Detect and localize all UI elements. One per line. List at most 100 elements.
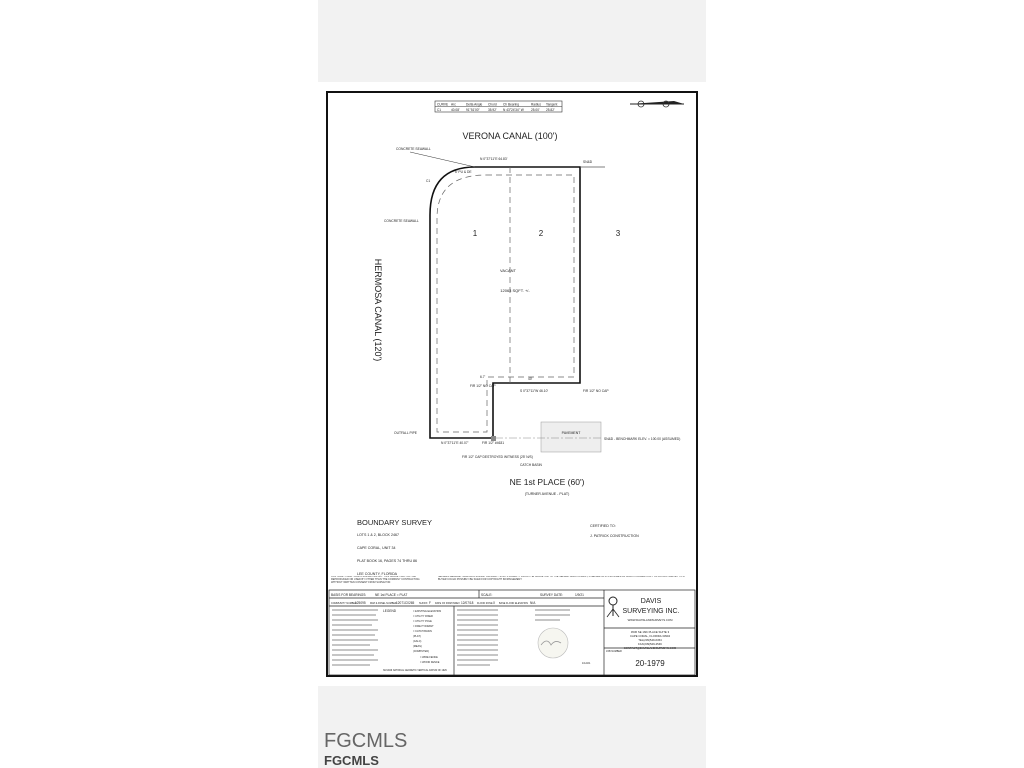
lot-2-label: 2 <box>539 229 544 238</box>
catch-basin-icon <box>491 436 496 441</box>
suffix-label: SUFFIX <box>419 602 428 605</box>
info-table <box>328 589 696 676</box>
company-address: CAPE CORAL, FLORIDA 33904 <box>630 634 671 638</box>
benchmark-label: SN&D - BENCHMARK ELEV. = 100.00 (ASSUMED… <box>604 437 680 441</box>
lot-3-label: 3 <box>616 229 621 238</box>
watermark-logo: FGCMLS <box>324 730 408 752</box>
certified-label: CERTIFIED TO: <box>590 524 616 528</box>
job-number-label: JOB NUMBER <box>606 650 622 653</box>
north-arrow-icon <box>630 100 684 108</box>
vacant-label: VACANT <box>500 268 516 273</box>
firm-date: 12/07/18 <box>461 601 474 605</box>
legal-line: CAPE CORAL, UNIT 34 <box>357 546 395 550</box>
curve-table-header: Chord <box>488 103 497 107</box>
curve-table-header: Ch Bearing <box>503 103 519 107</box>
curve-table-cell: 40.08' <box>451 108 460 112</box>
pavement-label: PAVEMENT <box>562 431 582 435</box>
legend-item: = CATCH BASIN <box>413 630 432 633</box>
bottom-gray-band <box>318 686 706 768</box>
legend-item: (COMPUTED) <box>413 650 429 653</box>
zone: X <box>493 601 496 605</box>
watermark-logo-secondary: FGCMLS <box>324 753 379 768</box>
legend-label: LEGEND <box>383 609 397 613</box>
top-bearing: N 0°37'11"E 64.83' <box>480 157 508 161</box>
job-number: 20-1979 <box>635 659 665 668</box>
company-address: 4536 SE 16th PLACE SUITE 3 <box>631 630 670 634</box>
found-iron-label: FIR 1/2" NO CAP <box>583 389 609 393</box>
dim-label: 6.7' <box>480 375 486 379</box>
signature-date: 1/12/21 <box>582 662 591 665</box>
legend-item: (PLAT) <box>413 635 421 638</box>
panel-label: MAP & PANEL NUMBER <box>370 602 397 605</box>
curve-label: C1 <box>426 179 430 183</box>
bearings-value: NE 1st PLACE = PLAT <box>375 593 407 597</box>
found-iron-label: FIR 1/2" CAP DESTROYED WITNESS (25' N/S) <box>462 455 533 459</box>
inner-bearing: S 0°37'11"W 46.10' <box>520 389 548 393</box>
easement-lines <box>436 167 575 433</box>
zone-label: FLOOD ZONE <box>477 602 493 605</box>
community: 125095 <box>355 601 366 605</box>
area-label: 12063 SQFT. +/- <box>500 288 530 293</box>
west-canal-label: HERMOSA CANAL (120') <box>373 259 383 361</box>
legal-line: LEE COUNTY, FLORIDA <box>357 572 398 576</box>
found-iron-label: FIR 1/2" #4631 <box>482 441 504 445</box>
seawall-label: CONCRETE SEAWALL <box>396 147 431 151</box>
company-name: SURVEYING INC. <box>622 608 679 615</box>
legend-item: (CALC) <box>413 640 422 643</box>
lot-1-label: 1 <box>473 229 478 238</box>
outfall-label: OUTFALL PIPE <box>394 431 418 435</box>
curve-table-header: Radius <box>531 103 541 107</box>
panel: 12071C0265 <box>396 601 414 605</box>
bottom-bearing: N 0°37'11"E 40.07' <box>441 441 469 445</box>
signature <box>540 640 562 646</box>
seawall-label: CONCRETE SEAWALL <box>384 219 419 223</box>
snd-label: SN&D <box>583 160 593 164</box>
curve-table-cell: C1 <box>437 108 441 112</box>
firm-date-label: DATE OF FIRM INDEX <box>435 602 460 605</box>
scale-label: SCALE: <box>481 593 492 597</box>
company-logo-icon <box>606 596 620 618</box>
legend-item: = WIRE FENCE <box>420 656 438 659</box>
community-label: COMMUNITY NUMBER <box>331 602 357 605</box>
curve-table-cell: 25.82' <box>546 108 555 112</box>
south-street-label: NE 1st PLACE (60') <box>510 477 585 487</box>
found-iron-label: FIR 1/2" NO CAP <box>470 384 496 388</box>
copyright-note: COPYRIGHT 2018 - DAVIS SURVEYING INC. TH… <box>331 576 420 584</box>
company-name: DAVIS <box>641 598 662 605</box>
curve-table-header: Tangent <box>546 103 557 107</box>
dim-label: 40' <box>528 377 533 381</box>
legend-item: = EXISTING ELEVATION <box>413 610 441 613</box>
legend-item: = UTILITY POLE <box>413 620 432 623</box>
sheet-border <box>326 91 698 677</box>
curve-table-header: Arc <box>451 103 456 107</box>
curve-table-header: CURVE <box>437 103 448 107</box>
curve-table-header: Delta Angle <box>466 103 483 107</box>
curve-table-cell: 91°51'00" <box>466 108 480 112</box>
datum-note: NGVD29 NATIONAL GEODETIC VERTICAL DATUM … <box>383 669 447 672</box>
survey-title: BOUNDARY SURVEY <box>357 518 432 527</box>
easement-label: 6' PU & DE <box>455 170 472 174</box>
legal-line: LOTS 1 & 2, BLOCK 2467 <box>357 533 399 537</box>
curve-table-cell: 25.00' <box>531 108 540 112</box>
legend-item: (MEAS) <box>413 645 422 648</box>
company-website: WWW.DAVISLANDSURVEYS.COM <box>628 618 673 622</box>
bearings-label: BASIS FOR BEARINGS: <box>331 593 366 597</box>
curve-table-cell: N 43°24'34" W <box>503 108 524 112</box>
north-canal-label: VERONA CANAL (100') <box>463 131 558 141</box>
catch-basin-label: CATCH BASIN <box>520 463 543 467</box>
curve-table-cell: 35.92' <box>488 108 497 112</box>
legend-item: = FIRE HYDRANT <box>413 625 434 628</box>
certified-to: J. PATRICK CONSTRUCTION <box>590 534 639 538</box>
sellers-note: SELLERS BEWARE: SIGNING A SURVEY AFFIDAV… <box>438 576 685 581</box>
survey-date: 1/9/21 <box>575 593 584 597</box>
south-street-sub-label: (TURNER AVENUE - PLAT) <box>525 492 570 496</box>
top-gray-band <box>318 0 706 82</box>
company-fax: FAX(239)549-2546 <box>638 642 662 646</box>
company-phone: TEL(239)549-6454 <box>638 638 662 642</box>
boundary-lines <box>429 166 581 439</box>
legend-item: = WOOD FENCE <box>420 661 440 664</box>
legend-item: = UTILITY RISER <box>413 615 433 618</box>
surveyor-statement-text <box>457 609 570 666</box>
